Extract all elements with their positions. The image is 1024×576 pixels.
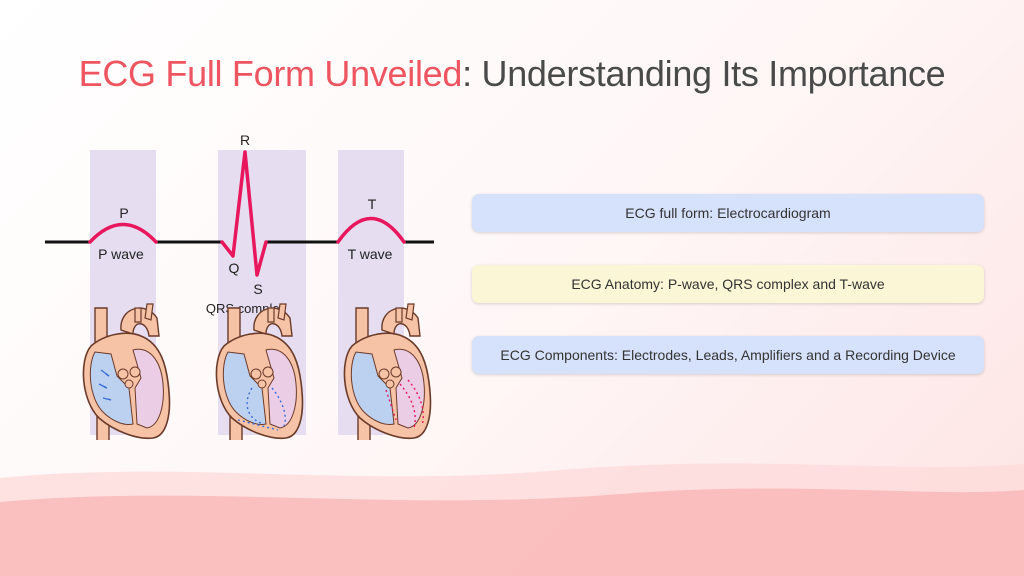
heart-illustration-qrs bbox=[215, 303, 304, 440]
heart-illustration-p-wave bbox=[82, 303, 171, 440]
info-box-components: ECG Components: Electrodes, Leads, Ampli… bbox=[472, 336, 984, 374]
title-rest: : Understanding Its Importance bbox=[462, 53, 946, 94]
heart-illustration-t-wave bbox=[343, 303, 432, 440]
slide-title: ECG Full Form Unveiled: Understanding It… bbox=[0, 52, 1024, 96]
label-p-wave: P wave bbox=[98, 246, 144, 262]
info-box-full-form: ECG full form: Electrocardiogram bbox=[472, 194, 984, 232]
peak-label-p: P bbox=[119, 205, 128, 221]
info-box-anatomy: ECG Anatomy: P-wave, QRS complex and T-w… bbox=[472, 265, 984, 303]
peak-label-q: Q bbox=[229, 260, 240, 276]
ecg-heart-diagram: P R Q S T P wave QRS complex T wave bbox=[45, 132, 434, 440]
title-highlight: ECG Full Form Unveiled bbox=[78, 53, 463, 94]
label-t-wave: T wave bbox=[348, 246, 393, 262]
peak-label-r: R bbox=[240, 132, 250, 148]
peak-label-s: S bbox=[253, 281, 262, 297]
peak-label-t: T bbox=[368, 196, 377, 212]
bottom-wave-decoration bbox=[0, 463, 1024, 576]
ecg-trace bbox=[88, 150, 406, 277]
